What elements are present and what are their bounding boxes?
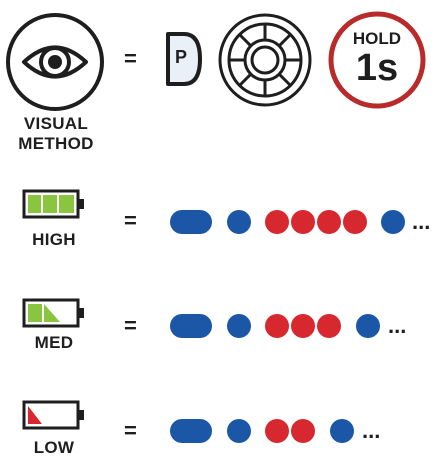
blink-sequence-low: ... [170, 419, 410, 445]
visual-method-label: VISUAL METHOD [4, 114, 108, 154]
p-button-label: P [174, 47, 187, 67]
equals-sign-high: = [124, 208, 137, 233]
blink-sequence-high: ... [170, 210, 440, 236]
blue-blink [227, 314, 251, 338]
blue-blink [227, 210, 251, 234]
red-blink [291, 210, 315, 234]
red-blink [291, 419, 315, 443]
red-blink [317, 314, 341, 338]
blue-blink [330, 419, 354, 443]
equals-sign-med: = [124, 313, 137, 338]
red-blink [265, 314, 289, 338]
red-blink [343, 210, 367, 234]
blue-blink [356, 314, 380, 338]
ellipsis: ... [388, 313, 407, 338]
blue-blink [381, 210, 405, 234]
hold-time-label: 1s [355, 47, 399, 89]
level-label-med: MED [34, 333, 74, 352]
red-blink [265, 210, 289, 234]
level-label-high: HIGH [32, 230, 76, 249]
equals-sign-low: = [124, 418, 137, 443]
blink-sequence-med: ... [170, 314, 430, 340]
ellipsis: ... [362, 418, 381, 443]
long-blue-blink [170, 210, 212, 234]
long-blue-blink [170, 314, 212, 338]
dial-wheel-icon [218, 13, 312, 107]
battery-low-icon [22, 400, 84, 430]
battery-medium-icon [22, 298, 84, 328]
ellipsis: ... [412, 209, 431, 234]
hold-circle-icon [328, 11, 426, 109]
level-label-low: LOW [33, 438, 75, 457]
eye-icon [6, 13, 104, 111]
red-blink [291, 314, 315, 338]
red-blink [317, 210, 341, 234]
long-blue-blink [170, 419, 212, 443]
battery-full-icon [22, 189, 84, 219]
blue-blink [227, 419, 251, 443]
visual-method-label-line2: METHOD [18, 134, 94, 153]
hold-label: HOLD [352, 29, 402, 48]
red-blink [265, 419, 289, 443]
equals-sign: = [124, 46, 137, 71]
visual-method-label-line1: VISUAL [23, 114, 89, 133]
p-button-icon [166, 32, 202, 86]
